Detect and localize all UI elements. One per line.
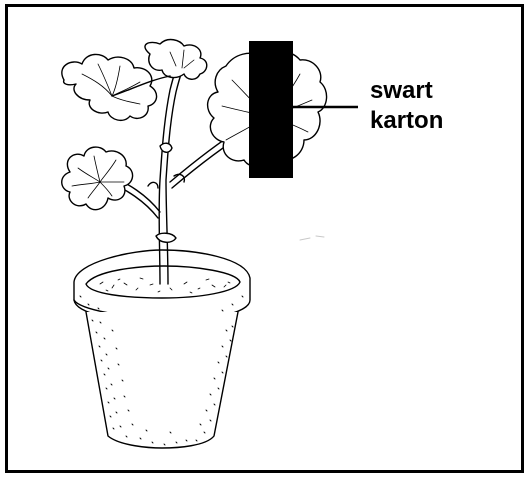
smudge-marks: [300, 236, 324, 240]
lower-left-leaf: [62, 147, 133, 210]
card-label-line1: swart: [370, 76, 443, 106]
pot-body: [86, 312, 238, 448]
flower-pot: [74, 250, 250, 448]
black-card: [249, 41, 293, 178]
card-label-line2: karton: [370, 106, 443, 136]
card-label: swart karton: [370, 76, 443, 136]
top-leaf: [145, 40, 207, 80]
